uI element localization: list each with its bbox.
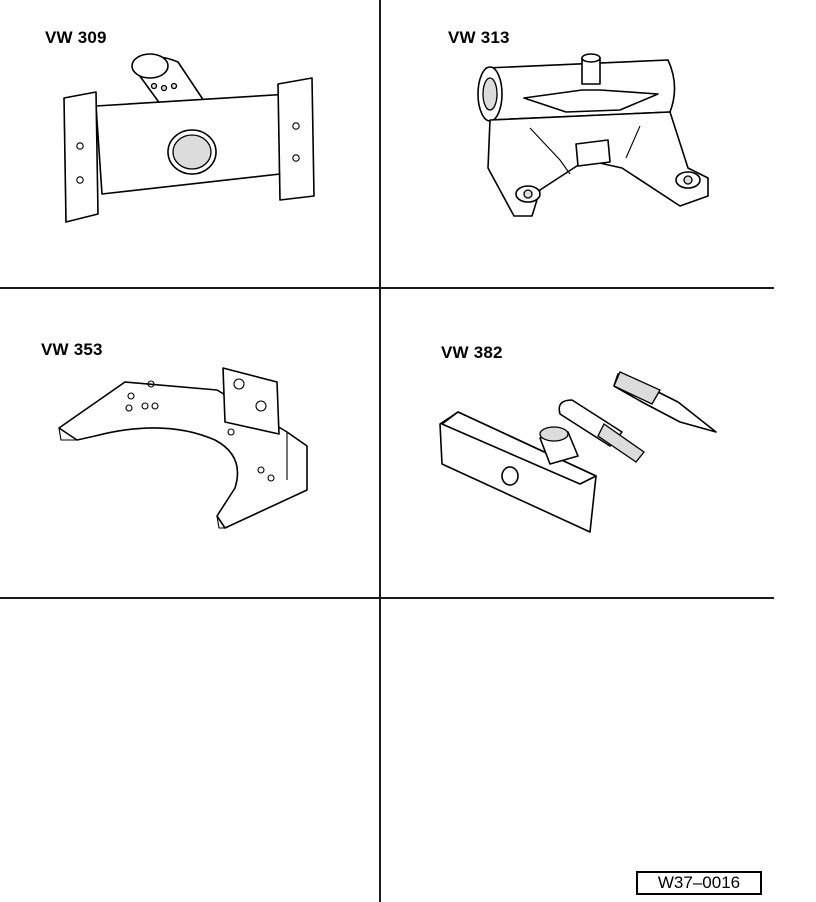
tool-label-vw353: VW 353 (41, 340, 103, 359)
vertical-divider (379, 0, 381, 902)
horizontal-divider-bottom (0, 597, 774, 599)
tool-label-vw382: VW 382 (441, 343, 503, 362)
tool-drawing-vw382 (439, 371, 717, 533)
tool-drawing-vw309 (63, 53, 315, 223)
tool-drawing-vw313 (477, 53, 709, 217)
tool-label-vw309: VW 309 (45, 28, 107, 47)
tool-drawing-vw353 (58, 367, 308, 529)
tool-label-vw313: VW 313 (448, 28, 510, 47)
horizontal-divider-top (0, 287, 774, 289)
figure-reference: W37–0016 (636, 871, 762, 895)
